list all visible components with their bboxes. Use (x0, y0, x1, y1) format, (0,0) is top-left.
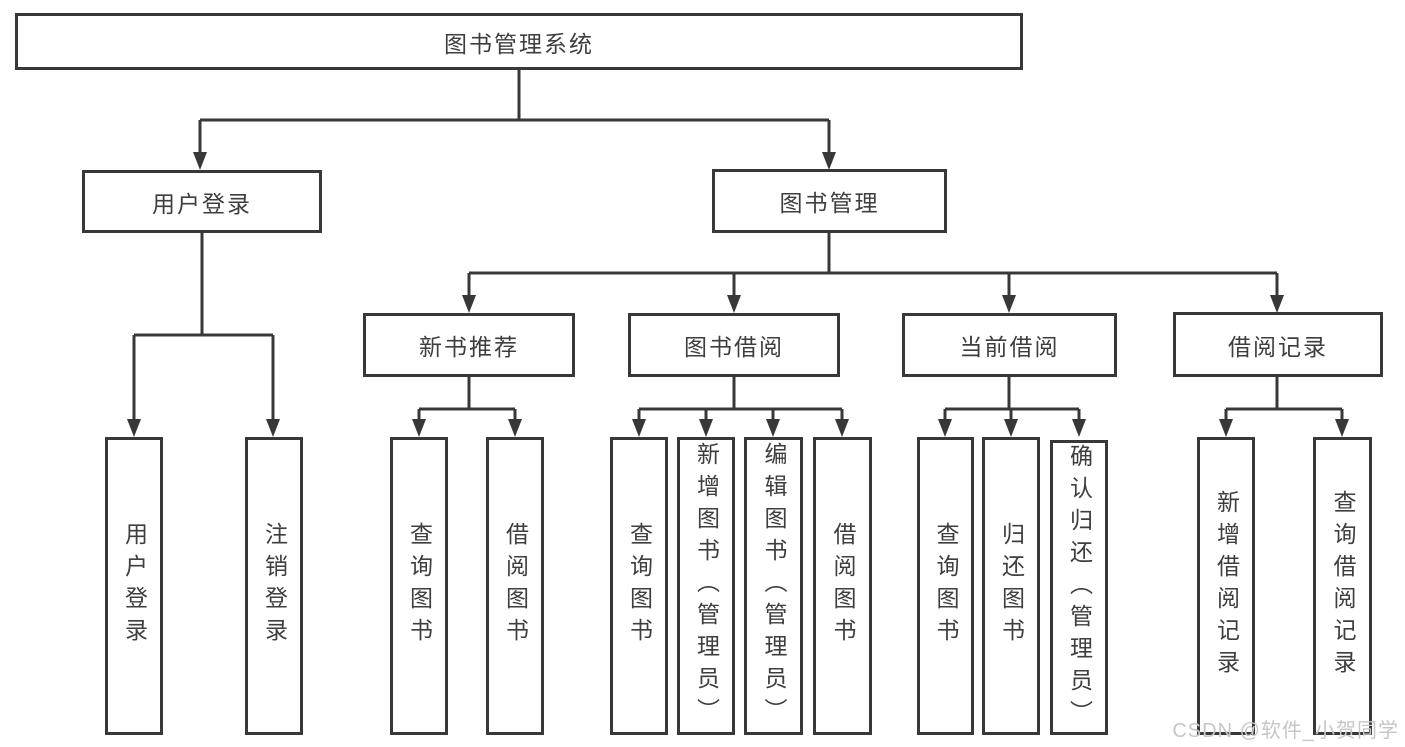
node-user-login: 用户登录 (82, 170, 322, 233)
leaf-recommend-borrow-books: 借阅图书 (486, 437, 544, 735)
node-label: 当前借阅 (959, 334, 1060, 360)
leaf-label: 注销登录 (261, 522, 288, 650)
node-label: 图书管理系统 (444, 30, 594, 57)
leaf-borrowing-edit-books-admin: 编辑图书（管理员） (744, 437, 803, 735)
leaf-label: 新增图书（管理员） (693, 442, 720, 730)
node-new-book-recommend: 新书推荐 (363, 313, 575, 377)
node-label: 图书借阅 (684, 334, 784, 360)
leaf-label: 借阅图书 (830, 522, 856, 650)
leaf-label: 借阅图书 (502, 522, 529, 650)
node-borrowing-records: 借阅记录 (1173, 312, 1383, 377)
leaf-label: 确认归还（管理员） (1066, 443, 1093, 732)
node-book-borrowing: 图书借阅 (628, 313, 840, 377)
leaf-borrowing-borrow-books: 借阅图书 (813, 437, 872, 735)
node-label: 新书推荐 (419, 334, 519, 360)
node-current-borrowing: 当前借阅 (902, 313, 1117, 377)
node-label: 借阅记录 (1228, 333, 1328, 360)
node-label: 图书管理 (779, 190, 880, 216)
leaf-borrowing-query-books: 查询图书 (610, 437, 668, 735)
csdn-watermark: CSDN @软件_小贺同学 (1172, 720, 1399, 742)
node-book-management: 图书管理 (712, 169, 947, 233)
leaf-borrowing-add-books-admin: 新增图书（管理员） (677, 437, 735, 735)
leaf-label: 查询图书 (933, 522, 959, 650)
leaf-label: 归还图书 (998, 522, 1025, 650)
leaf-label: 查询借阅记录 (1330, 490, 1356, 682)
leaf-label: 编辑图书（管理员） (761, 442, 787, 730)
leaf-records-query-record: 查询借阅记录 (1313, 437, 1372, 735)
leaf-user-login: 用户登录 (105, 437, 163, 735)
leaf-label: 查询图书 (406, 522, 433, 650)
leaf-recommend-query-books: 查询图书 (390, 437, 448, 735)
leaf-label: 用户登录 (121, 522, 148, 650)
node-label: 用户登录 (152, 190, 252, 217)
leaf-label: 新增借阅记录 (1213, 490, 1240, 682)
leaf-records-add-record: 新增借阅记录 (1197, 437, 1255, 735)
leaf-current-confirm-return-admin: 确认归还（管理员） (1050, 440, 1108, 735)
node-library-system: 图书管理系统 (15, 13, 1023, 70)
connector-stems (132, 70, 1344, 422)
leaf-current-query-books: 查询图书 (917, 437, 974, 735)
leaf-logout-login: 注销登录 (245, 437, 303, 735)
leaf-current-return-books: 归还图书 (982, 437, 1040, 735)
leaf-label: 查询图书 (626, 522, 653, 650)
